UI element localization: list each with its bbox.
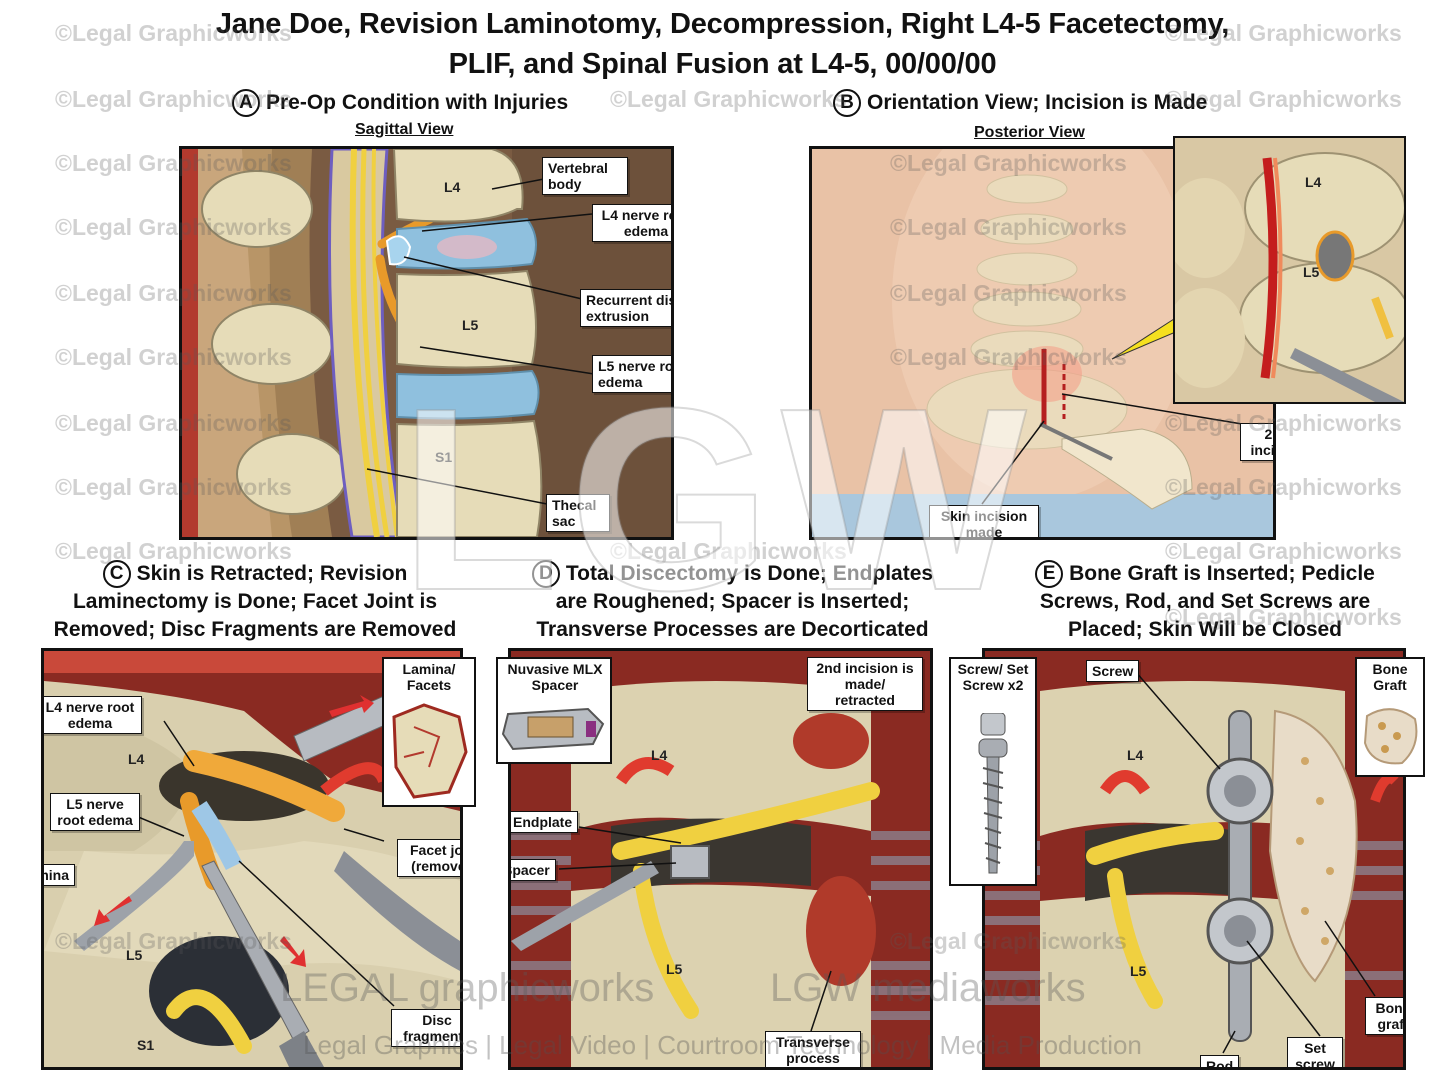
posterior-illustration (812, 149, 1273, 537)
label-e-screw: Screw (1086, 660, 1140, 682)
vertebra-s1-label: S1 (435, 449, 453, 465)
panel-c-badge: C (102, 560, 131, 589)
c-l5-label: L5 (126, 947, 143, 963)
d-l5-label: L5 (666, 961, 683, 977)
panel-a-view-label: Sagittal View (355, 121, 454, 138)
label-e-set-screw: Set screw (1287, 1037, 1343, 1067)
page-title-line1: Jane Doe, Revision Laminotomy, Decompres… (215, 8, 1230, 40)
panel-c-laminectomy: L4 L5 S1 L4 nerve root edema L5 nerve ro… (41, 648, 463, 1070)
label-d-transverse-process: Transverse process (765, 1031, 861, 1067)
label-vertebral-body: Vertebral body (542, 157, 628, 195)
panel-b-inset: L4 L5 (1173, 136, 1406, 404)
label-skin-incision-made: Skin incision made (929, 505, 1039, 537)
panel-a-badge: A (232, 89, 260, 118)
spacer-device-icon (501, 707, 605, 751)
label-c-l4-nerve-root-edema: L4 nerve root edema (44, 696, 142, 734)
panel-b-badge: B (833, 89, 861, 118)
label-c-disc-fragments: Disc fragments (391, 1009, 460, 1047)
inset-bone-graft-title: Bone Graft (1372, 661, 1408, 693)
panel-c-inset: Lamina/ Facets (382, 657, 476, 807)
label-e-bone-graft: Bone graft (1365, 997, 1403, 1035)
panel-e-fusion: L4 L5 Screw Bone graft Set screw Rod (982, 648, 1406, 1070)
inset-l4-label: L4 (1305, 174, 1322, 190)
panel-b-posterior: 2nd incision Skin incision made (809, 146, 1276, 540)
label-d-endplate: Endplate (511, 811, 579, 833)
panel-e-badge: E (1035, 560, 1064, 589)
label-l4-nerve-root-edema: L4 nerve root edema (592, 204, 671, 242)
bone-fragments-icon (392, 703, 468, 799)
pedicle-screw-icon (978, 713, 1008, 874)
panel-a-sagittal: L4 L5 S1 Vertebral body L4 nerve root ed… (179, 146, 674, 540)
e-l4-label: L4 (1127, 747, 1144, 763)
panel-d-badge: D (531, 560, 560, 589)
label-l5-nerve-root-edema: L5 nerve root edema (592, 355, 671, 393)
lgw-logo-watermark: LGW (399, 355, 1037, 645)
brand-tagline: Legal Graphics | Legal Video | Courtroom… (303, 1030, 1142, 1060)
panel-d-inset: Nuvasive MLX Spacer (496, 657, 612, 764)
label-c-lamina: Lamina (44, 864, 76, 886)
brand-lgw-mediaworks: LGW mediaworks (770, 966, 1086, 1010)
label-c-l5-nerve-root-edema: L5 nerve root edema (50, 793, 140, 831)
vertebra-l5-label: L5 (462, 317, 479, 333)
inset-nuvasive-title: Nuvasive MLX Spacer (507, 661, 603, 693)
label-thecal-sac: Thecal sac (546, 494, 610, 532)
fusion-illustration (985, 651, 1403, 1067)
c-l4-label: L4 (128, 751, 145, 767)
page-title-line2: PLIF, and Spinal Fusion at L4-5, 00/00/0… (448, 48, 997, 80)
inset-screw-set-title: Screw/ Set Screw x2 (957, 661, 1029, 693)
label-d-spacer: Spacer (511, 859, 556, 881)
panel-b-view-label: Posterior View (974, 124, 1085, 141)
watermark-text: ©Legal Graphicworks (610, 86, 847, 112)
incision-closeup (1175, 138, 1404, 402)
inset-lamina-facets-title: Lamina/ Facets (402, 661, 456, 693)
brand-legal-graphicworks: LEGAL graphicworks (280, 966, 655, 1010)
label-second-incision: 2nd incision (1240, 423, 1273, 461)
vertebra-l4-label: L4 (444, 179, 461, 195)
panel-e-graft-inset: Bone Graft (1355, 657, 1425, 777)
panel-e-screw-inset: Screw/ Set Screw x2 (949, 657, 1037, 886)
sagittal-illustration (182, 149, 671, 537)
inset-l5-label: L5 (1303, 264, 1320, 280)
bone-graft-icon (1363, 708, 1418, 765)
label-c-facet-joint: Facet joint (removed) (397, 839, 460, 877)
label-recurrent-disc-extrusion: Recurrent disc extrusion (580, 289, 671, 327)
d-l4-label: L4 (651, 747, 668, 763)
c-s1-label: S1 (137, 1037, 155, 1053)
label-e-rod: Rod (1200, 1055, 1240, 1067)
e-l5-label: L5 (1130, 963, 1147, 979)
label-d-second-incision: 2nd incision is made/ retracted (807, 657, 923, 711)
